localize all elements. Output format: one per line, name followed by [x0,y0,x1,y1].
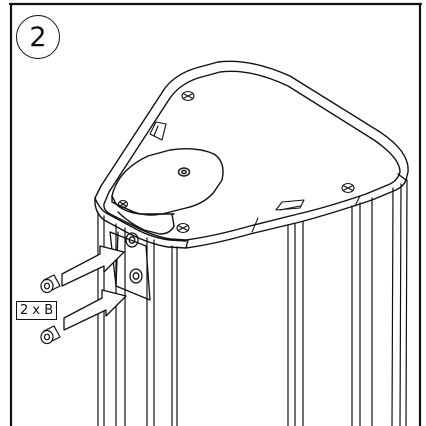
panel-border [8,2,423,426]
quantity-label: 2 x B [16,301,58,320]
screw-icon [341,182,355,194]
screw-icon [40,274,61,294]
top-cap [94,60,409,249]
screw-icon [40,325,61,345]
arrow-icon [61,245,125,287]
screw-icon [117,199,129,209]
step-number-badge: 2 [16,15,60,59]
screw-icon [176,222,190,234]
screw-icon [181,90,195,102]
cap-slots [149,121,305,211]
cap-screws [117,90,355,234]
arrow-icon [63,289,127,331]
speaker-body [97,179,408,426]
mounting-block [111,147,224,235]
